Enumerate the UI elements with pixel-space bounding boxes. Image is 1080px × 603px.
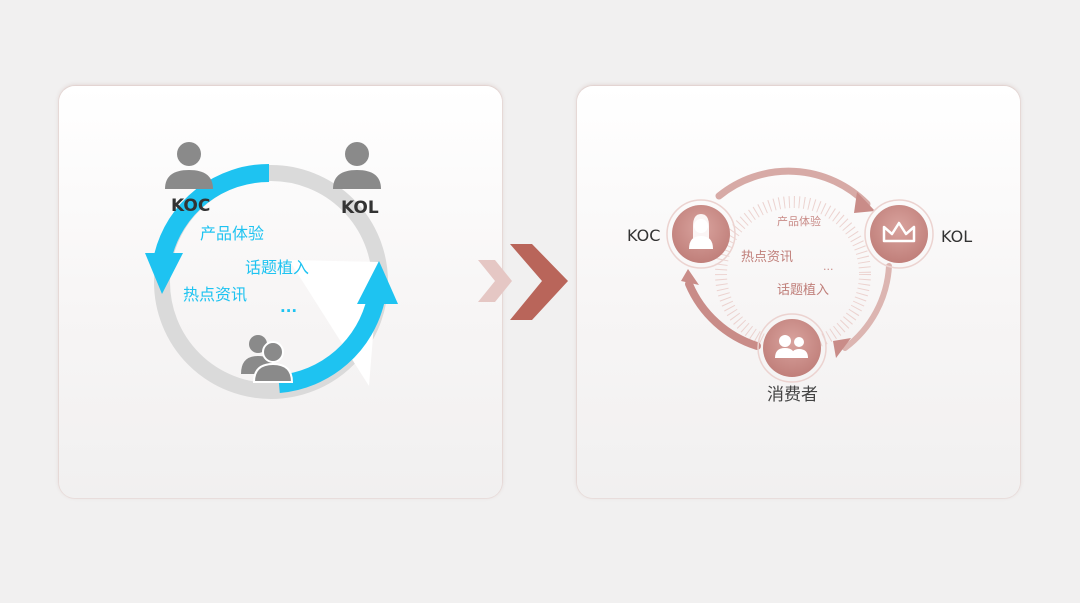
crown-icon [882, 221, 916, 243]
blue-arc-left [154, 163, 270, 259]
item-text: 产品体验 [777, 214, 821, 228]
blue-arc-right [278, 296, 385, 393]
item-text: 热点资讯 [183, 285, 247, 304]
group-icon [241, 335, 294, 383]
item-text: 话题植入 [245, 258, 309, 277]
kol-label: KOL [941, 227, 972, 246]
kol-person-icon [333, 142, 381, 189]
arc-left [685, 280, 761, 350]
group-icon [775, 335, 808, 358]
arrowhead-left [681, 269, 699, 285]
right-card: KOC KOL 消费者 产品体验 热点资讯 ... 话题植入 [577, 86, 1020, 498]
right-cycle-diagram: KOC KOL 消费者 产品体验 热点资讯 ... 话题植入 [627, 167, 972, 405]
kol-node [864, 199, 934, 269]
item-text: ... [280, 298, 297, 316]
dotted-ring [715, 196, 871, 352]
arrowhead-top [854, 192, 875, 213]
kol-label: KOL [341, 198, 379, 218]
item-text: 产品体验 [200, 224, 264, 243]
arc-right [842, 263, 892, 351]
left-cycle-diagram: KOC KOL 产品体验 话题植入 热点资讯 ... [145, 142, 398, 399]
chevron-dark-icon [510, 244, 568, 320]
arrowhead-right [833, 338, 851, 358]
koc-node [666, 199, 736, 269]
koc-label: KOC [171, 196, 210, 216]
item-text: 话题植入 [777, 283, 829, 298]
woman-icon [689, 214, 713, 249]
blue-arrowhead-down [145, 253, 183, 294]
koc-label: KOC [627, 226, 660, 245]
arc-top [715, 167, 871, 208]
koc-person-icon [165, 142, 213, 189]
consumer-label: 消费者 [767, 385, 818, 405]
item-text: 热点资讯 [741, 250, 793, 265]
left-card: KOC KOL 产品体验 话题植入 热点资讯 ... [59, 86, 502, 498]
item-text: ... [823, 260, 834, 273]
blue-arrowhead-up [357, 261, 398, 304]
consumer-node [757, 313, 827, 383]
